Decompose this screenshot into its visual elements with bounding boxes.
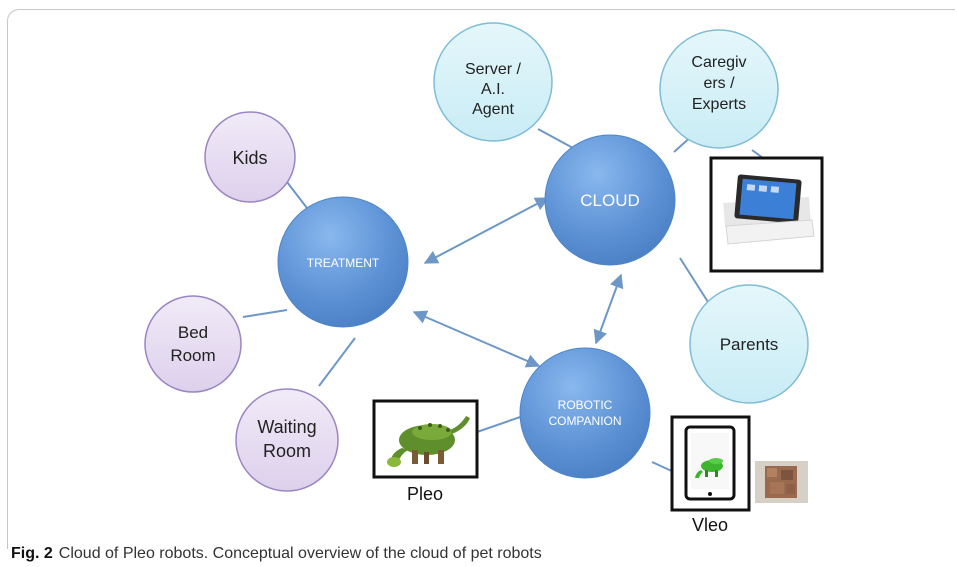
node-server-label-3: Agent [472, 101, 514, 118]
caption-text: Cloud of Pleo robots. Conceptual overvie… [58, 545, 542, 562]
node-bed-room: Bed Room [144, 295, 242, 393]
node-server-ai-agent: Server / A.I. Agent [433, 22, 553, 142]
pleo-photo [372, 399, 479, 479]
pleo-label: Pleo [407, 484, 443, 504]
cube-photo [755, 461, 808, 503]
node-waiting-room-label-1: Waiting [257, 417, 316, 437]
node-caregivers-experts: Caregiv ers / Experts [659, 29, 779, 149]
node-waiting-room-label-2: Room [263, 441, 311, 461]
hub-robotic-companion: ROBOTIC COMPANION [519, 347, 651, 479]
edge-waitingroom-treatment [318, 337, 356, 387]
caption-label: Fig. 2 [11, 545, 53, 562]
hub-companion-label-1: ROBOTIC [558, 398, 613, 412]
node-bed-room-label-1: Bed [178, 323, 208, 342]
edge-bedroom-treatment [242, 309, 288, 318]
node-server-label-1: Server / [465, 61, 522, 78]
node-kids-label: Kids [232, 148, 267, 168]
edge-kids-treatment [286, 181, 308, 209]
edge-pleo-companion [476, 414, 527, 433]
node-bed-room-label-2: Room [170, 346, 215, 365]
node-caregivers-label-1: Caregiv [691, 54, 746, 71]
edge-parents-cloud [679, 257, 709, 303]
hub-treatment-label: TREATMENT [307, 256, 380, 270]
hub-cloud-label: CLOUD [580, 191, 640, 210]
node-waiting-room: Waiting Room [235, 388, 339, 492]
node-parents: Parents [689, 284, 809, 404]
figure-caption: Fig. 2 Cloud of Pleo robots. Conceptual o… [11, 545, 542, 563]
vleo-label: Vleo [692, 515, 728, 535]
figure-frame [7, 9, 955, 549]
hub-cloud: CLOUD [544, 134, 676, 266]
edge-server-cloud [537, 128, 574, 149]
hub-treatment: TREATMENT [277, 196, 409, 328]
node-caregivers-label-3: Experts [692, 96, 746, 113]
node-caregivers-label-2: ers / [703, 75, 735, 92]
tablet-photo [709, 156, 824, 273]
node-parents-label: Parents [720, 335, 779, 354]
arrow-treatment-companion [412, 310, 541, 368]
arrow-cloud-companion [593, 273, 624, 345]
hub-companion-label-2: COMPANION [548, 414, 621, 428]
arrow-treatment-cloud [423, 197, 550, 264]
node-kids: Kids [204, 111, 296, 203]
vleo-photo [670, 415, 751, 512]
node-server-label-2: A.I. [481, 81, 505, 98]
